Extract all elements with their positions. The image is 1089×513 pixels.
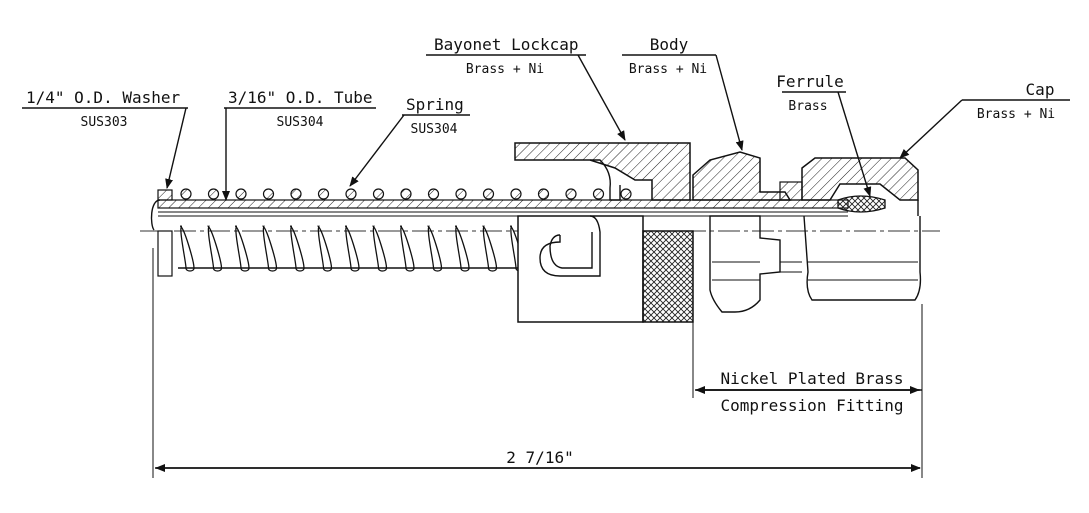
spring-coil — [289, 225, 305, 272]
spring-section — [180, 188, 632, 200]
spring-coil — [179, 225, 195, 272]
spring-coil-section — [262, 188, 275, 200]
cap-material: Brass + Ni — [977, 107, 1055, 122]
lockcap-material: Brass + Ni — [466, 62, 544, 77]
tube-material: SUS304 — [277, 115, 324, 130]
spring-coil-section — [180, 188, 192, 200]
spring-coil-section — [317, 188, 330, 200]
spring-coil — [261, 225, 278, 272]
washer-label: 1/4" O.D. Washer — [26, 88, 180, 107]
spring-coil — [206, 225, 223, 272]
fitting-note-line2: Compression Fitting — [720, 396, 903, 415]
spring-coil-section — [427, 188, 440, 200]
spring-coil-section — [372, 188, 385, 200]
spring-coil-section — [290, 188, 302, 200]
ferrule — [837, 195, 886, 213]
spring-coil-section — [207, 188, 220, 200]
body-label: Body — [650, 35, 689, 54]
spring-coil-section — [537, 188, 550, 200]
spring-label: Spring — [406, 95, 464, 114]
ferrule-label: Ferrule — [776, 72, 843, 91]
cap — [801, 157, 922, 301]
spring-coils — [179, 225, 525, 272]
spring-material: SUS304 — [411, 122, 458, 137]
spring-coil — [454, 225, 470, 272]
spring-coil-section — [482, 188, 495, 200]
knurled-grip — [642, 230, 694, 323]
body — [692, 151, 803, 313]
spring-coil — [426, 225, 443, 272]
spring-coil-section — [235, 188, 247, 200]
spring-coil — [316, 225, 333, 272]
cap-label: Cap — [1026, 80, 1055, 99]
dimension-lines — [152, 248, 923, 478]
spring-coil-section — [455, 188, 467, 200]
spring-coil-section — [620, 188, 632, 200]
ferrule-material: Brass — [788, 99, 827, 114]
tube-section — [157, 199, 849, 217]
spring-coil-section — [345, 188, 357, 200]
lockcap-label: Bayonet Lockcap — [434, 35, 579, 54]
spring-coil-section — [400, 188, 412, 200]
spring-coil-section — [565, 188, 577, 200]
leader-lines — [22, 54, 1070, 201]
fitting-note-line1: Nickel Plated Brass — [720, 369, 903, 388]
bayonet-lockcap — [514, 142, 694, 323]
washer-material: SUS303 — [81, 115, 128, 130]
spring-coil — [371, 225, 388, 272]
spring-coil-section — [592, 188, 605, 200]
spring-coil-section — [510, 188, 522, 200]
overall-length-dimension: 2 7/16" — [506, 448, 573, 467]
spring-coil — [234, 225, 250, 272]
spring-coil — [399, 225, 415, 272]
body-material: Brass + Ni — [629, 62, 707, 77]
spring-coil — [344, 225, 360, 272]
spring-coil — [481, 225, 498, 272]
tube-label: 3/16" O.D. Tube — [228, 88, 373, 107]
washer — [150, 189, 173, 277]
